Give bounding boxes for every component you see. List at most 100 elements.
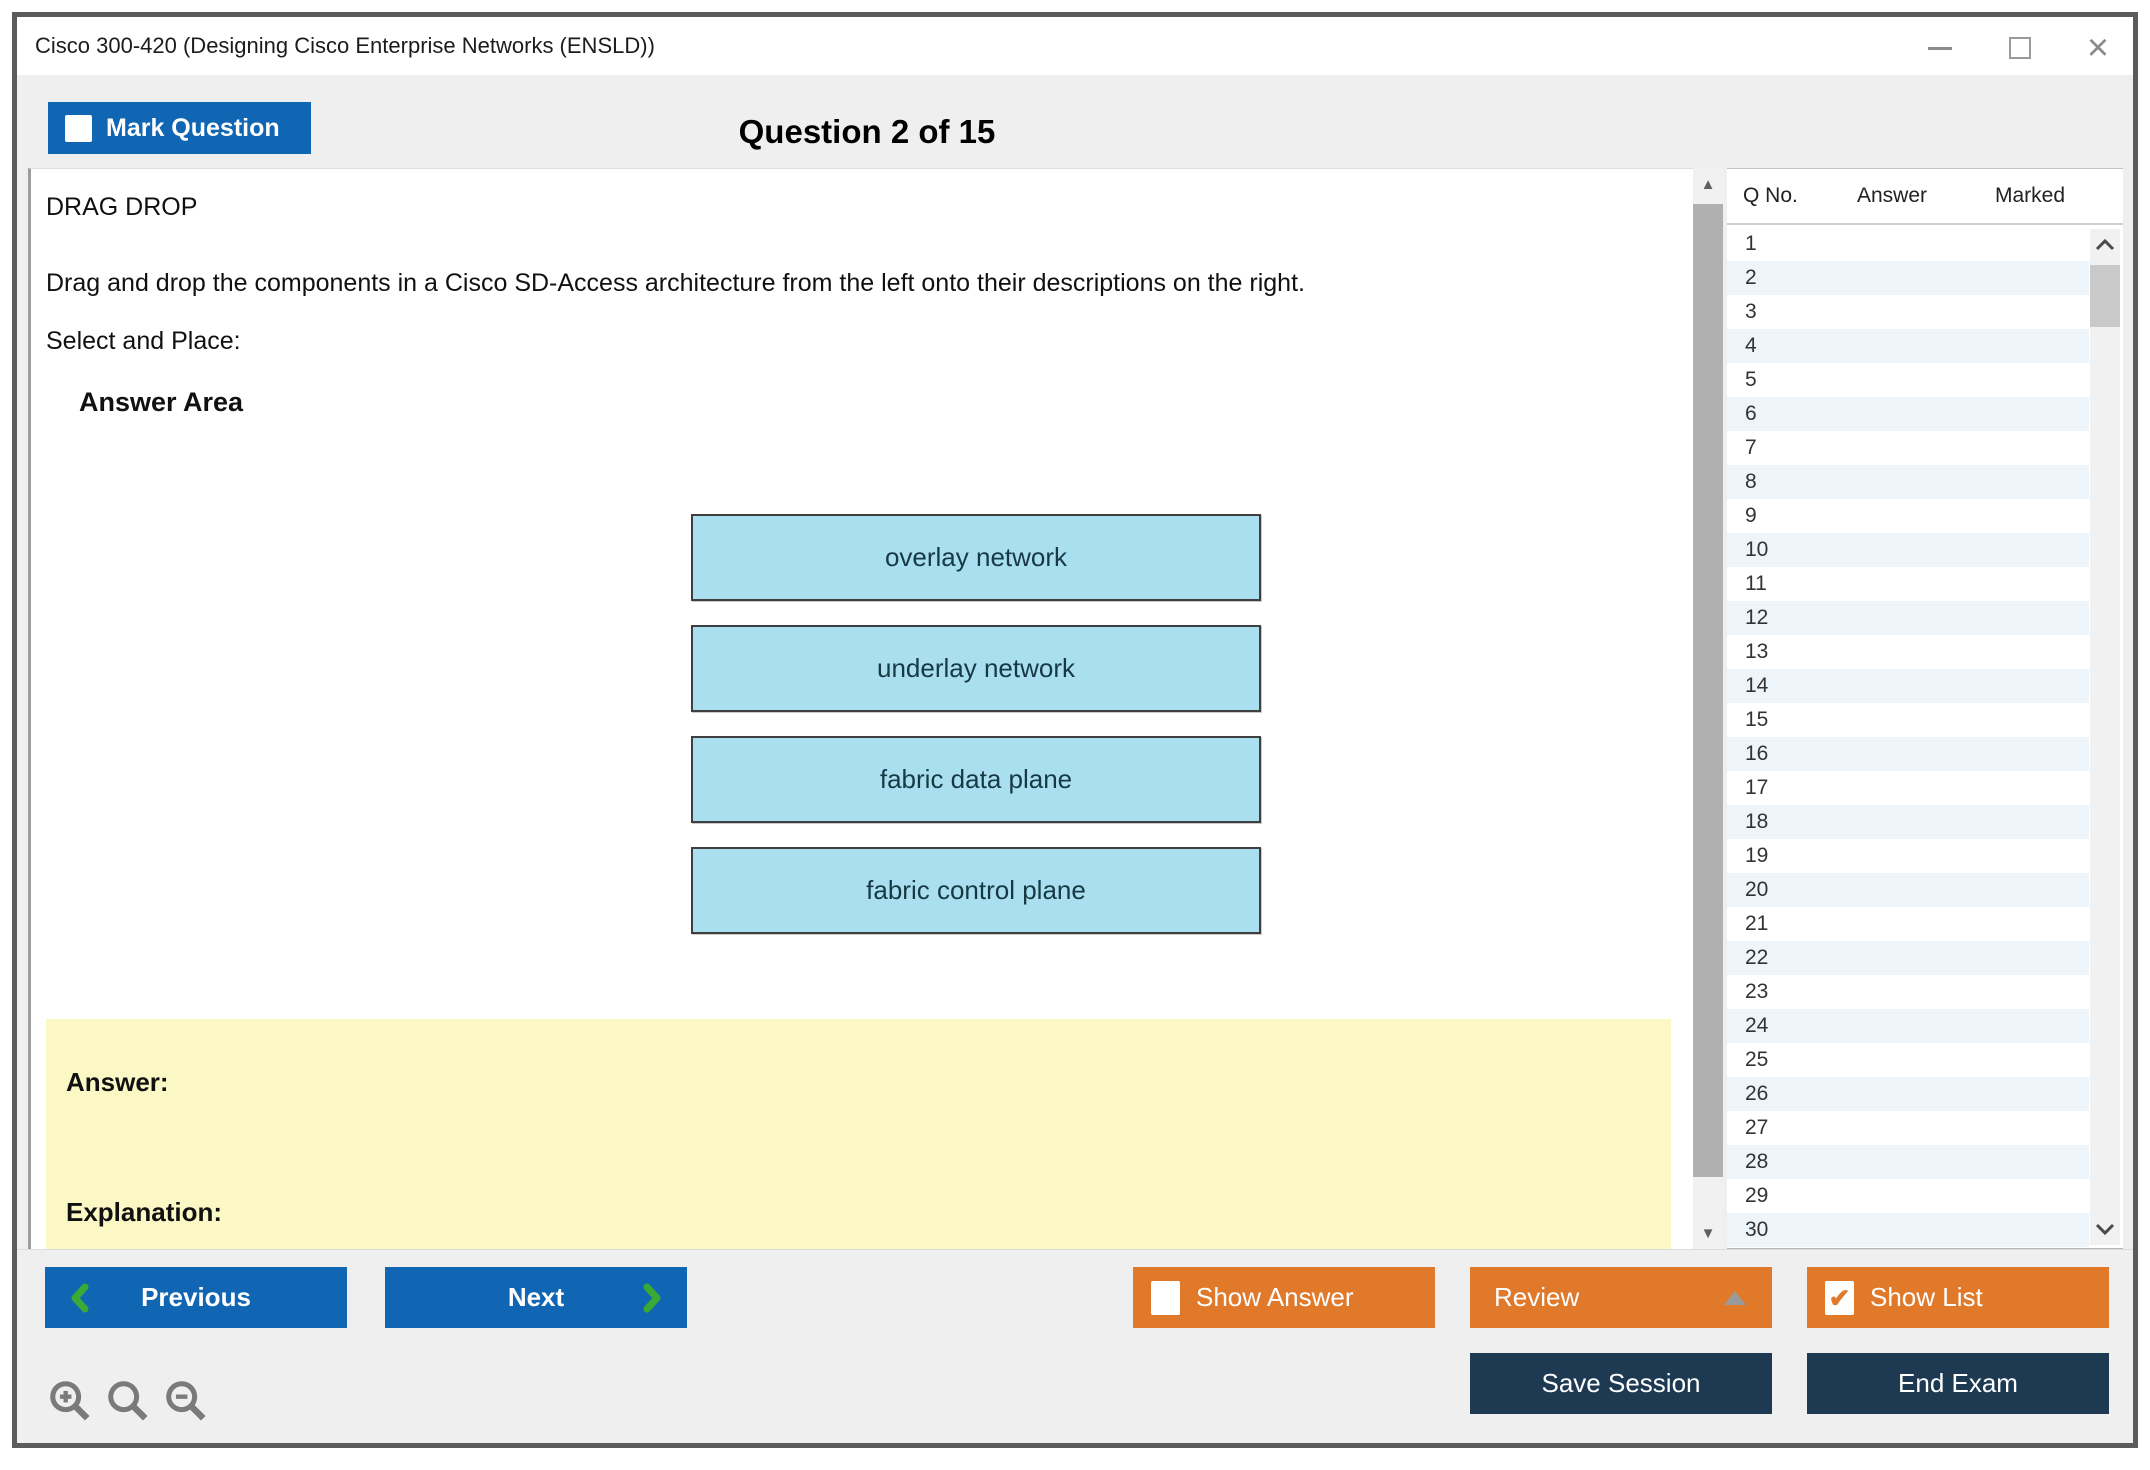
- question-row[interactable]: 28: [1727, 1145, 2089, 1179]
- mark-question-label: Mark Question: [106, 113, 280, 142]
- question-row[interactable]: 1: [1727, 227, 2089, 261]
- answer-explanation-panel: Answer: Explanation:: [46, 1019, 1671, 1250]
- review-button[interactable]: Review: [1470, 1267, 1772, 1328]
- previous-label: Previous: [141, 1282, 251, 1312]
- review-label: Review: [1494, 1282, 1580, 1312]
- question-number: 2: [1745, 266, 1757, 289]
- exam-window: Cisco 300-420 (Designing Cisco Enterpris…: [12, 12, 2138, 1448]
- column-answer: Answer: [1857, 184, 1928, 207]
- drag-item[interactable]: fabric control plane: [691, 847, 1261, 934]
- question-row[interactable]: 5: [1727, 363, 2089, 397]
- zoom-in-icon[interactable]: [47, 1378, 93, 1424]
- main-scrollbar-thumb[interactable]: [1693, 204, 1723, 1177]
- close-icon: ×: [2086, 27, 2110, 69]
- question-number: 19: [1745, 844, 1769, 867]
- question-row[interactable]: 30: [1727, 1213, 2089, 1247]
- question-row[interactable]: 3: [1727, 295, 2089, 329]
- mark-question-checkbox[interactable]: [65, 114, 92, 142]
- question-row[interactable]: 26: [1727, 1077, 2089, 1111]
- drag-item[interactable]: overlay network: [691, 514, 1261, 601]
- question-row[interactable]: 12: [1727, 601, 2089, 635]
- show-answer-button[interactable]: Show Answer: [1133, 1267, 1435, 1328]
- select-and-place-label: Select and Place:: [46, 327, 241, 355]
- question-row[interactable]: 24: [1727, 1009, 2089, 1043]
- scroll-up-arrow-icon[interactable]: ▲: [1700, 175, 1716, 193]
- sidebar-scrollbar[interactable]: [2090, 229, 2120, 1245]
- question-number: 1: [1745, 232, 1757, 255]
- show-answer-checkbox[interactable]: [1151, 1280, 1180, 1315]
- question-number: 28: [1745, 1150, 1769, 1173]
- question-instruction: Drag and drop the components in a Cisco …: [46, 269, 1305, 297]
- question-row[interactable]: 15: [1727, 703, 2089, 737]
- scroll-down-arrow-icon[interactable]: ▼: [1700, 1224, 1716, 1242]
- question-row[interactable]: 17: [1727, 771, 2089, 805]
- drag-item[interactable]: fabric data plane: [691, 736, 1261, 823]
- next-label: Next: [507, 1282, 565, 1312]
- question-row[interactable]: 4: [1727, 329, 2089, 363]
- search-icon[interactable]: [105, 1378, 151, 1424]
- question-row[interactable]: 22: [1727, 941, 2089, 975]
- window-title: Cisco 300-420 (Designing Cisco Enterpris…: [35, 33, 655, 58]
- question-row[interactable]: 6: [1727, 397, 2089, 431]
- show-answer-label: Show Answer: [1196, 1282, 1354, 1312]
- end-exam-button[interactable]: End Exam: [1807, 1353, 2109, 1414]
- question-row[interactable]: 13: [1727, 635, 2089, 669]
- question-number: 11: [1745, 572, 1767, 595]
- save-session-button[interactable]: Save Session: [1470, 1353, 1772, 1414]
- show-list-checkbox[interactable]: ✔: [1825, 1280, 1854, 1315]
- question-number: 25: [1745, 1048, 1769, 1071]
- question-row[interactable]: 25: [1727, 1043, 2089, 1077]
- question-row[interactable]: 21: [1727, 907, 2089, 941]
- sidebar-scroll-up-icon[interactable]: [2090, 229, 2120, 261]
- question-number: 23: [1745, 980, 1769, 1003]
- maximize-button[interactable]: [2003, 31, 2037, 65]
- zoom-controls: [47, 1378, 209, 1424]
- previous-button[interactable]: Previous: [45, 1267, 347, 1328]
- answer-label: Answer:: [66, 1067, 169, 1097]
- drag-item[interactable]: underlay network: [691, 625, 1261, 712]
- mark-question-button[interactable]: Mark Question: [48, 102, 311, 154]
- next-button[interactable]: Next: [385, 1267, 687, 1328]
- question-row[interactable]: 8: [1727, 465, 2089, 499]
- question-number: 20: [1745, 878, 1769, 901]
- show-list-button[interactable]: ✔ Show List: [1807, 1267, 2109, 1328]
- show-list-label: Show List: [1870, 1282, 1983, 1312]
- main-scrollbar[interactable]: ▲ ▼: [1693, 168, 1723, 1249]
- maximize-icon: [2009, 37, 2031, 59]
- question-panel: DRAG DROP Drag and drop the components i…: [28, 168, 1693, 1250]
- question-row[interactable]: 10: [1727, 533, 2089, 567]
- question-number: 7: [1745, 436, 1757, 459]
- question-row[interactable]: 11: [1727, 567, 2089, 601]
- question-row[interactable]: 7: [1727, 431, 2089, 465]
- question-number: 13: [1745, 640, 1769, 663]
- close-button[interactable]: ×: [2081, 27, 2115, 69]
- question-row[interactable]: 23: [1727, 975, 2089, 1009]
- checkmark-icon: ✔: [1828, 1282, 1851, 1313]
- minimize-button[interactable]: [1923, 31, 1957, 65]
- question-row[interactable]: 18: [1727, 805, 2089, 839]
- question-row[interactable]: 19: [1727, 839, 2089, 873]
- drag-items: overlay network underlay network fabric da…: [691, 514, 1261, 958]
- question-number: 16: [1745, 742, 1769, 765]
- question-row[interactable]: 2: [1727, 261, 2089, 295]
- question-number: 4: [1745, 334, 1757, 357]
- question-number: 17: [1745, 776, 1769, 799]
- question-number: 3: [1745, 300, 1757, 323]
- question-row[interactable]: 27: [1727, 1111, 2089, 1145]
- column-qno: Q No.: [1743, 184, 1798, 207]
- title-bar: Cisco 300-420 (Designing Cisco Enterpris…: [17, 17, 2133, 77]
- zoom-out-icon[interactable]: [163, 1378, 209, 1424]
- question-number: 29: [1745, 1184, 1769, 1207]
- question-row[interactable]: 16: [1727, 737, 2089, 771]
- question-number: 26: [1745, 1082, 1769, 1105]
- question-row[interactable]: 29: [1727, 1179, 2089, 1213]
- sidebar-scrollbar-thumb[interactable]: [2090, 265, 2120, 327]
- question-row[interactable]: 9: [1727, 499, 2089, 533]
- question-number: 21: [1745, 912, 1769, 935]
- question-row[interactable]: 14: [1727, 669, 2089, 703]
- question-list-header: Q No. Answer Marked: [1727, 169, 2123, 225]
- question-row[interactable]: 20: [1727, 873, 2089, 907]
- question-number: 6: [1745, 402, 1757, 425]
- sidebar-scroll-down-icon[interactable]: [2090, 1213, 2120, 1245]
